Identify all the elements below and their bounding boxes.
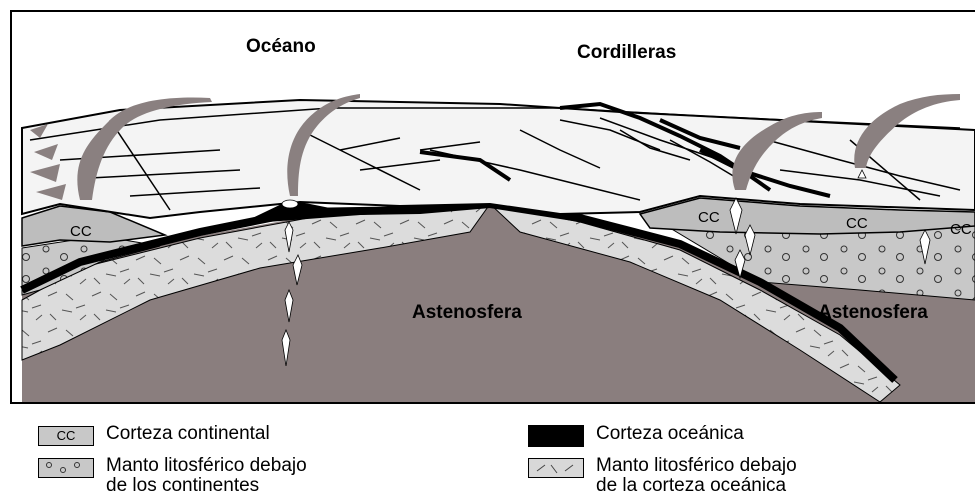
legend-swatch-mantle-continents: [38, 458, 94, 478]
cc-label-right-3: CC: [950, 221, 972, 238]
cordilleras-label: Cordilleras: [577, 42, 676, 63]
legend-continental-crust: CC Corteza continental: [38, 424, 270, 446]
cc-label-right-2: CC: [846, 215, 868, 232]
cc-label-left: CC: [70, 223, 92, 240]
legend-swatch-continental-crust: CC: [38, 426, 94, 446]
legend-oceanic-crust: Corteza oceánica: [528, 424, 744, 447]
ocean-label: Océano: [246, 36, 316, 57]
legend-label-mantle-continents: Manto litosférico debajo de los continen…: [106, 456, 307, 496]
legend-label-continental-crust: Corteza continental: [106, 424, 270, 444]
tectonic-diagram: CC CC CC CC Océano Cordilleras Astenosfe…: [0, 0, 975, 412]
asthenosphere-label-left: Astenosfera: [412, 302, 522, 323]
legend-swatch-mantle-oceanic: [528, 458, 584, 478]
legend-label-mantle-oceanic: Manto litosférico debajo de la corteza o…: [596, 456, 797, 496]
legend-swatch-oceanic-crust: [528, 425, 584, 447]
cc-label-right-1: CC: [698, 209, 720, 226]
asthenosphere-label-right: Astenosfera: [818, 302, 928, 323]
legend-label-oceanic-crust: Corteza oceánica: [596, 424, 744, 444]
legend-mantle-continents: Manto litosférico debajo de los continen…: [38, 456, 307, 496]
legend-mantle-oceanic: Manto litosférico debajo de la corteza o…: [528, 456, 797, 496]
